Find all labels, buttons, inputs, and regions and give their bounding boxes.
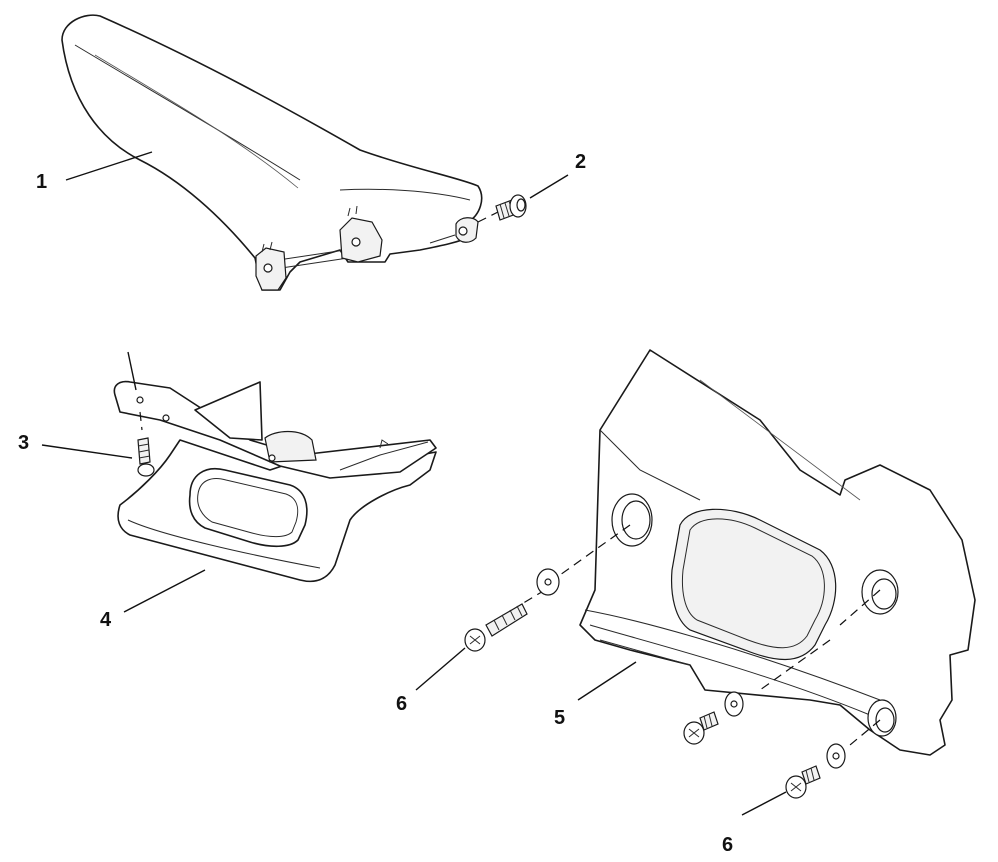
callout-6-right: 6 <box>722 834 734 856</box>
part-3-screw <box>127 351 155 477</box>
part-2-screw <box>477 194 527 223</box>
part-6-long-screw <box>464 524 631 652</box>
leader-lines <box>41 151 787 816</box>
callout-6-left: 6 <box>396 693 408 715</box>
leader-6b <box>741 791 787 816</box>
callout-4: 4 <box>100 609 112 631</box>
leader-4 <box>123 569 206 613</box>
callout-1: 1 <box>36 171 48 193</box>
part-1-cover <box>61 14 483 291</box>
leader-1 <box>65 151 153 181</box>
leader-6a <box>415 647 466 691</box>
part-4-bracket <box>113 380 437 583</box>
leader-3 <box>41 444 133 459</box>
callout-2: 2 <box>575 151 587 173</box>
leader-5 <box>577 661 637 701</box>
callout-3: 3 <box>18 432 30 454</box>
part-6-small-screws <box>683 589 881 799</box>
leader-2 <box>529 174 569 199</box>
part-5-guard <box>579 349 976 756</box>
callout-5: 5 <box>554 707 566 729</box>
